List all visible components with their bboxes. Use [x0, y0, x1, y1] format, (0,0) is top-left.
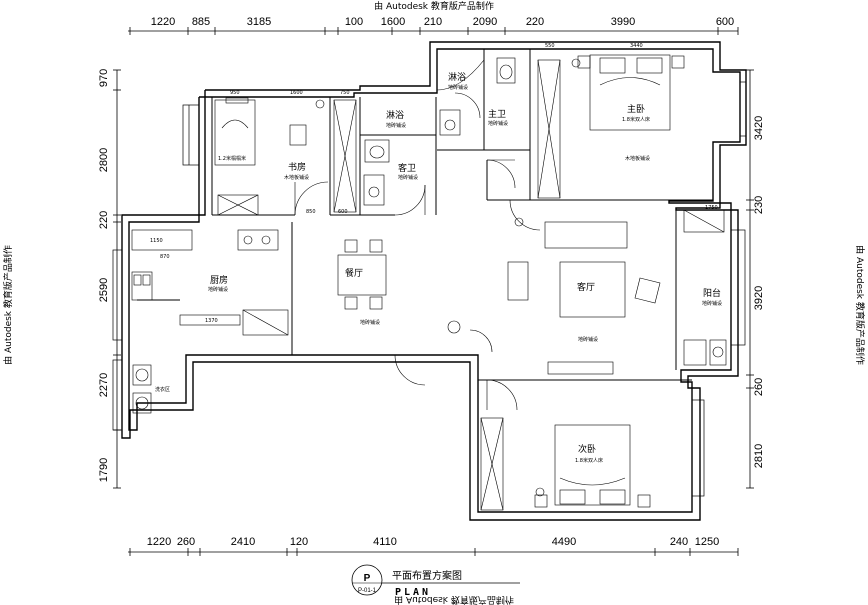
- dim-right-2: 3920: [753, 286, 765, 310]
- dimension-left: 970 2800 220 2590 2270 1790: [98, 69, 121, 489]
- sheet-number: P-01-1: [358, 588, 377, 594]
- dim-left-4: 2270: [98, 373, 110, 397]
- room-guest-shower: 淋浴: [386, 109, 404, 121]
- dim-top-6: 2090: [473, 16, 497, 28]
- room-living: 客厅: [577, 281, 595, 293]
- dim-top-1: 885: [192, 16, 210, 28]
- dim-top-4: 1600: [381, 16, 405, 28]
- watermark-bottom: 由 Autodesk 教育版产品制作: [394, 594, 514, 605]
- floor-study: 木地板铺设: [284, 174, 309, 181]
- dim-top-8: 3990: [611, 16, 635, 28]
- inner-dim-study-1: 950: [230, 90, 240, 96]
- inner-dim-corridor-b: 600: [338, 209, 348, 215]
- room-balcony: 阳台: [703, 287, 721, 299]
- drawing-subtitle: PLAN: [395, 587, 431, 598]
- inner-dim-corridor-a: 850: [306, 209, 316, 215]
- dim-right-4: 2810: [753, 444, 765, 468]
- furniture: [131, 54, 727, 511]
- inner-dim-balcony: 1750: [705, 205, 718, 211]
- room-guest-bath: 客卫: [398, 162, 416, 174]
- inner-dimensions: 950 1600 750 550 3440 1150 870 1370 850 …: [150, 43, 718, 324]
- dim-left-2: 220: [98, 211, 110, 229]
- inner-dim-kitchen-a: 1150: [150, 238, 163, 244]
- floor-kitchen: 地砖铺设: [208, 286, 228, 293]
- floor-guest-bath: 地砖铺设: [398, 174, 418, 181]
- title-symbol: P: [364, 573, 371, 584]
- inner-dim-study-3: 750: [340, 90, 350, 96]
- dimension-lines: [116, 30, 751, 553]
- dim-left-1: 2800: [98, 148, 110, 172]
- windows: [112, 81, 747, 497]
- title-block: P P-01-1 平面布置方案图 PLAN: [351, 564, 520, 598]
- room-laundry: 洗衣区: [155, 386, 170, 393]
- dim-left-0: 970: [98, 69, 110, 87]
- dim-bottom-0: 1220: [147, 536, 171, 548]
- watermark-left: 由 Autodesk 教育版产品制作: [2, 245, 14, 365]
- dim-left-5: 1790: [98, 458, 110, 482]
- floor-balcony: 地砖铺设: [702, 300, 722, 307]
- dim-bottom-6: 240: [670, 536, 688, 548]
- floor-guest-shower: 地砖铺设: [386, 122, 406, 129]
- floor-master-shower: 地砖铺设: [448, 84, 468, 91]
- floor-master-toilet: 地砖铺设: [488, 120, 508, 127]
- dim-top-3: 100: [345, 16, 363, 28]
- room-kitchen: 厨房: [210, 274, 228, 286]
- room-dining: 餐厅: [345, 267, 363, 279]
- dimension-top: 1220 885 3185 100 1600 210 2090 220 3990 600: [129, 16, 739, 35]
- floor-master: 木地板铺设: [625, 155, 650, 162]
- dim-right-3: 260: [753, 378, 765, 396]
- dim-right-0: 3420: [753, 116, 765, 140]
- room-second-bedroom: 次卧: [578, 443, 596, 455]
- dim-top-5: 210: [424, 16, 442, 28]
- drawing-title: 平面布置方案图: [392, 569, 462, 582]
- inner-dim-master-2: 3440: [630, 43, 643, 49]
- master-bed-label: 1.8米双人床: [622, 116, 650, 123]
- room-study: 书房: [288, 161, 306, 173]
- inner-dim-kitchen-c: 1370: [205, 318, 218, 324]
- room-master-toilet: 主卫: [488, 108, 506, 120]
- dim-top-9: 600: [716, 16, 734, 28]
- dim-bottom-4: 4110: [373, 536, 397, 548]
- watermark-top: 由 Autodesk 教育版产品制作: [374, 0, 494, 12]
- dim-right-1: 230: [753, 196, 765, 214]
- dim-top-7: 220: [526, 16, 544, 28]
- dim-top-0: 1220: [151, 16, 175, 28]
- dim-bottom-2: 2410: [231, 536, 255, 548]
- floor-dining: 地砖铺设: [360, 319, 380, 326]
- second-bed-label: 1.8米双人床: [575, 457, 603, 464]
- floor-living: 地砖铺设: [578, 336, 598, 343]
- inner-dim-master-1: 550: [545, 43, 555, 49]
- dim-bottom-1: 260: [177, 536, 195, 548]
- dimension-right: 3420 230 3920 260 2810: [746, 69, 765, 489]
- study-bed-label: 1.2米榻榻米: [218, 155, 246, 162]
- doors: [294, 92, 541, 411]
- room-labels: 淋浴 地砖铺设 主卫 地砖铺设 主卧 1.8米双人床 木地板铺设 书房 木地板铺…: [155, 71, 722, 464]
- dim-left-3: 2590: [98, 278, 110, 302]
- watermark-right: 由 Autodesk 教育版产品制作: [854, 245, 866, 365]
- room-master-bedroom: 主卧: [627, 103, 645, 115]
- dim-bottom-7: 1250: [695, 536, 719, 548]
- exterior-walls: [121, 41, 747, 521]
- dim-bottom-3: 120: [290, 536, 308, 548]
- inner-dim-study-2: 1600: [290, 90, 303, 96]
- dim-top-2: 3185: [247, 16, 271, 28]
- dim-bottom-5: 4490: [552, 536, 576, 548]
- inner-dim-kitchen-b: 870: [160, 254, 170, 260]
- dimension-bottom: 1220 260 2410 120 4110 4490 240 1250: [129, 536, 739, 556]
- room-master-shower: 淋浴: [448, 71, 466, 83]
